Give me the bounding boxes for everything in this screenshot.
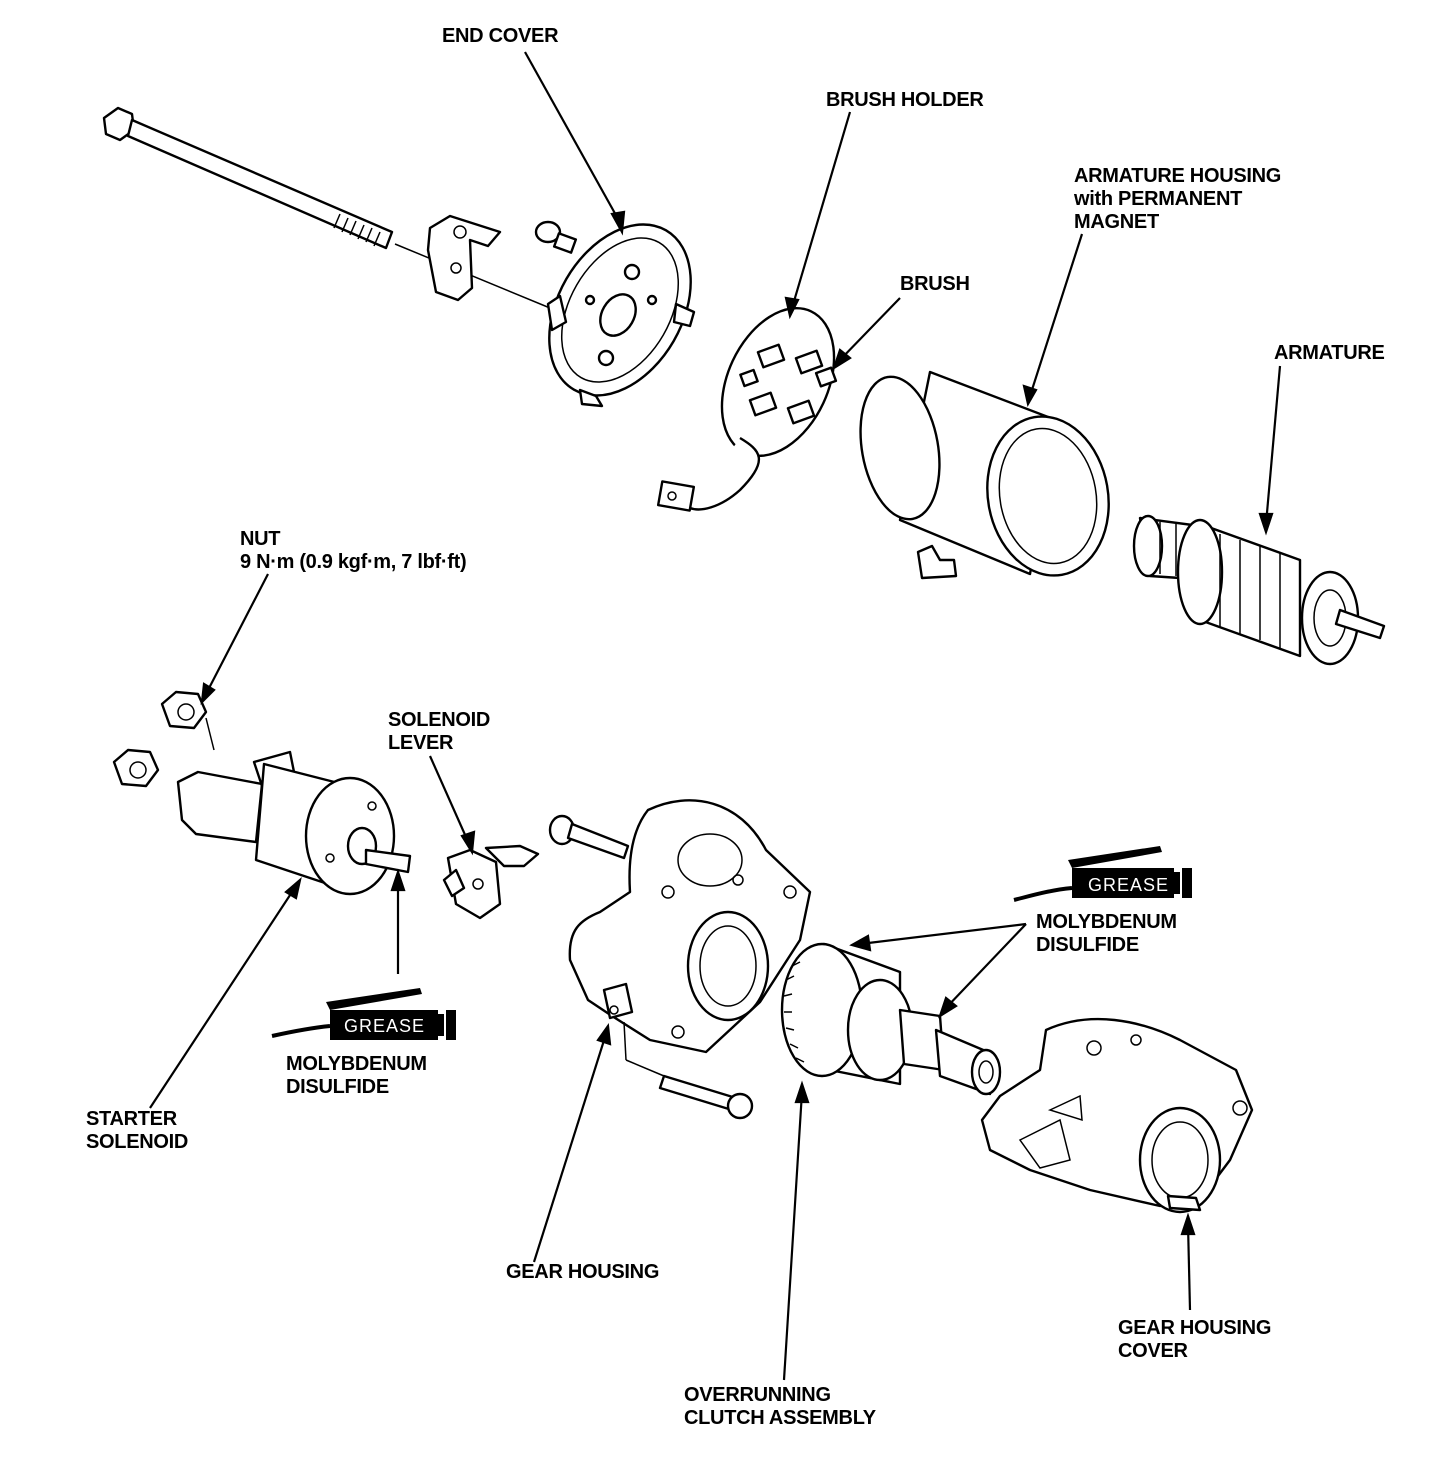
starter-solenoid [176, 750, 412, 896]
grease-label-left: GREASE [344, 1016, 425, 1036]
label-overrunning-clutch-line1: OVERRUNNING [684, 1384, 831, 1406]
overrunning-clutch-assembly [780, 942, 1002, 1096]
label-nut-torque: 9 N·m (0.9 kgf·m, 7 lbf·ft) [240, 551, 466, 573]
nut-upper [160, 690, 215, 751]
label-gear-housing: GEAR HOUSING [506, 1261, 659, 1283]
label-moly-right-line2: DISULFIDE [1036, 934, 1139, 956]
label-gear-housing-cover-line2: COVER [1118, 1340, 1188, 1362]
label-armature-housing-line3: MAGNET [1074, 211, 1159, 233]
label-brush-holder: BRUSH HOLDER [826, 89, 984, 111]
label-moly-left-line2: DISULFIDE [286, 1076, 389, 1098]
label-brush: BRUSH [900, 273, 970, 295]
grease-tube-right: GREASE [1013, 846, 1192, 902]
label-end-cover: END COVER [442, 25, 559, 47]
label-solenoid-lever-line2: LEVER [388, 732, 454, 754]
label-starter-solenoid-line1: STARTER [86, 1108, 178, 1130]
leader-lines [149, 51, 1282, 1381]
label-gear-housing-cover-line1: GEAR HOUSING [1118, 1317, 1271, 1339]
end-cover [546, 223, 696, 408]
bracket [426, 214, 502, 302]
label-overrunning-clutch-line2: CLUTCH ASSEMBLY [684, 1407, 877, 1429]
armature [1132, 514, 1386, 666]
through-bolt [102, 106, 551, 309]
label-armature-housing-line1: ARMATURE HOUSING [1074, 165, 1281, 187]
label-armature-housing-line2: with PERMANENT [1073, 188, 1242, 210]
labels: END COVER BRUSH HOLDER ARMATURE HOUSING … [86, 25, 1385, 1429]
label-moly-left-line1: MOLYBDENUM [286, 1053, 427, 1075]
solenoid-lever [442, 844, 540, 920]
label-solenoid-lever-line1: SOLENOID [388, 709, 490, 731]
gear-housing-cover [980, 1017, 1254, 1214]
gear-housing-bolt-lower [623, 1021, 754, 1120]
label-nut-line1: NUT [240, 528, 280, 550]
label-starter-solenoid-line2: SOLENOID [86, 1131, 188, 1153]
label-armature: ARMATURE [1274, 342, 1385, 364]
grease-label-right: GREASE [1088, 875, 1169, 895]
nut-lower [112, 748, 160, 788]
end-cover-screw [534, 220, 578, 254]
gear-housing [568, 799, 812, 1054]
gear-housing-bolt-upper [548, 814, 630, 860]
label-moly-right-line1: MOLYBDENUM [1036, 911, 1177, 933]
grease-tube-left: GREASE [271, 988, 456, 1040]
armature-housing [859, 370, 1110, 580]
brush-holder [656, 307, 838, 512]
